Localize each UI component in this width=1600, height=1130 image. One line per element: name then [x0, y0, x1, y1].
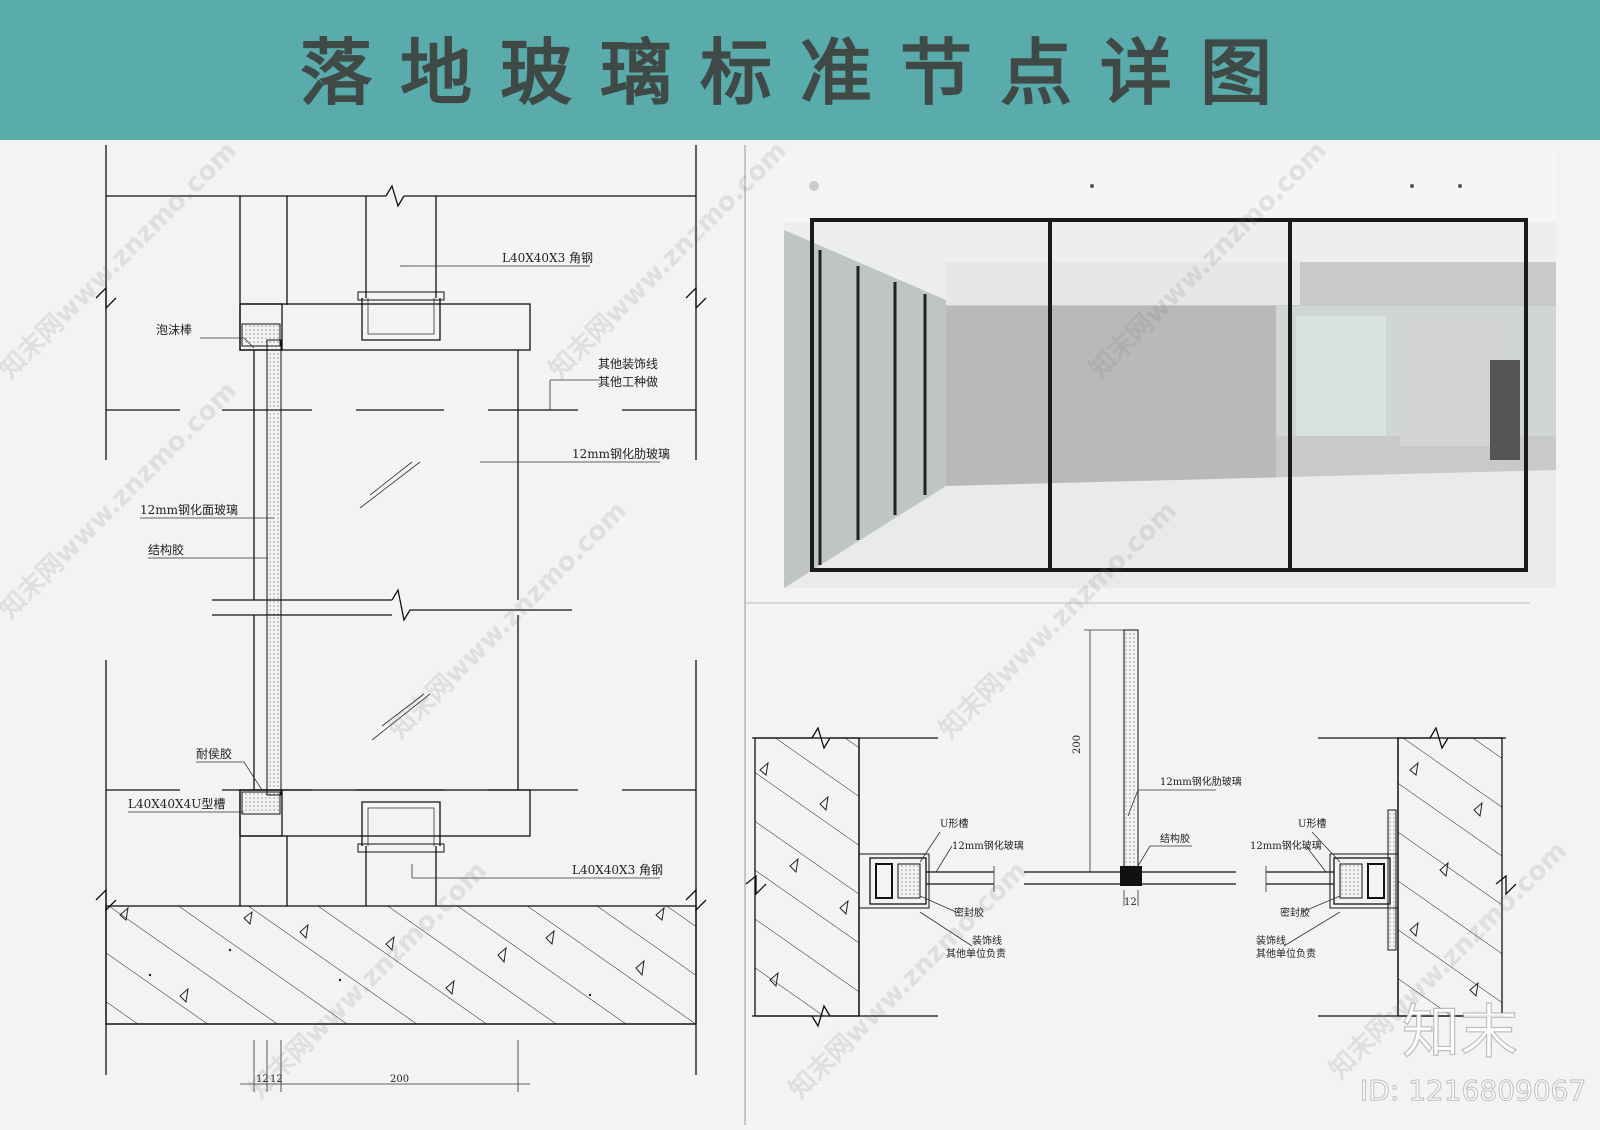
- label-left-u-channel: U形槽: [940, 817, 968, 830]
- label-plan-rib-glass: 12mm钢化肋玻璃: [1160, 775, 1242, 788]
- label-weather-glue: 耐侯胶: [196, 746, 232, 761]
- dim-12-b: 12: [270, 1074, 283, 1085]
- plan-details: 200 12 12mm钢化肋玻璃 结构胶: [745, 629, 1517, 1028]
- dim-200: 200: [390, 1074, 409, 1085]
- vertical-section-drawing: 12 12 200 L40X40X3 角钢 泡沫棒 其他装饰线 其他工种做 12…: [95, 145, 707, 1092]
- label-face-glass: 12mm钢化面玻璃: [140, 503, 238, 517]
- label-right-sealant: 密封胶: [1280, 906, 1310, 919]
- label-right-glass: 12mm钢化玻璃: [1250, 839, 1322, 852]
- label-other-trim-1: 其他装饰线: [598, 357, 658, 371]
- label-left-glass: 12mm钢化玻璃: [952, 839, 1024, 852]
- label-u-channel: L40X40X4U型槽: [128, 797, 225, 811]
- concrete-aggregate-marks: [119, 906, 665, 1004]
- label-left-sealant: 密封胶: [954, 906, 984, 919]
- label-rib-thick: 12: [1124, 897, 1137, 908]
- label-right-u-channel: U形槽: [1298, 817, 1326, 830]
- dim-12-a: 12: [256, 1074, 269, 1085]
- label-left-trim-2: 其他单位负责: [946, 947, 1006, 960]
- watermark: 知末网www.znzmo.com: [0, 376, 243, 625]
- reference-photo: [784, 152, 1556, 588]
- label-structural-glue: 结构胶: [148, 542, 184, 557]
- label-foam-rod: 泡沫棒: [156, 323, 192, 337]
- label-plan-structural-glue: 结构胶: [1160, 832, 1190, 845]
- label-right-trim-1: 装饰线: [1256, 934, 1286, 947]
- image-id: ID: 1216809067: [1360, 1074, 1586, 1107]
- label-angle-steel-top: L40X40X3 角钢: [502, 251, 593, 265]
- watermark: 知末网www.znzmo.com: [384, 496, 633, 745]
- brand-logo: 知末: [1402, 998, 1518, 1066]
- page-title: 落地玻璃标准节点详图: [300, 30, 1301, 115]
- label-left-trim-1: 装饰线: [972, 934, 1002, 947]
- label-rib-glass: 12mm钢化肋玻璃: [572, 446, 670, 461]
- header-banner: 落地玻璃标准节点详图: [0, 0, 1600, 140]
- watermark: 知末网www.znzmo.com: [0, 136, 243, 385]
- label-rib-depth: 200: [1072, 735, 1083, 754]
- label-angle-steel-bottom: L40X40X3 角钢: [572, 863, 663, 877]
- label-other-trim-2: 其他工种做: [598, 374, 658, 389]
- label-right-trim-2: 其他单位负责: [1256, 947, 1316, 960]
